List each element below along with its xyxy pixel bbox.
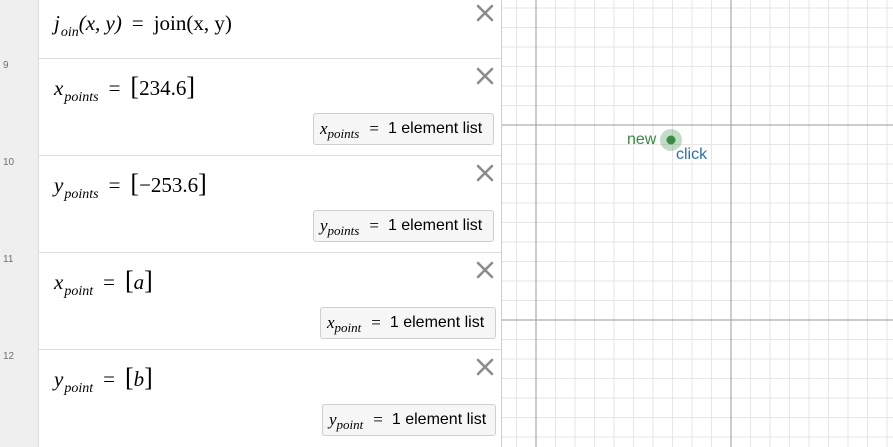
expression-input[interactable]: ypoints = [−253.6] xyxy=(54,169,207,202)
eval-result: 1 element list xyxy=(389,314,485,331)
close-bracket: ] xyxy=(144,363,153,392)
function-subscript: oin xyxy=(60,25,79,40)
point-marker-icon[interactable] xyxy=(659,128,683,152)
line-gutter: 9 xyxy=(0,58,39,155)
eval-variable: y xyxy=(320,216,328,235)
line-number: 12 xyxy=(3,351,15,362)
close-x-icon[interactable] xyxy=(474,65,496,87)
line-number: 11 xyxy=(3,254,14,265)
eval-variable: x xyxy=(327,313,335,332)
variable-name: x xyxy=(54,270,64,294)
variable-subscript: points xyxy=(64,187,99,202)
function-args: (x, y) xyxy=(78,11,122,35)
eval-equals: = xyxy=(371,313,381,332)
eval-variable: y xyxy=(329,410,337,429)
equals-sign: = xyxy=(108,76,121,100)
close-x-icon[interactable] xyxy=(474,2,496,24)
eval-equals: = xyxy=(373,410,383,429)
expression-input[interactable]: xpoint = [a] xyxy=(54,266,153,299)
function-name: j xyxy=(54,11,60,35)
point-label-click: click xyxy=(676,146,708,163)
expression-input[interactable]: xpoints = [234.6] xyxy=(54,72,195,105)
eval-subscript: points xyxy=(327,126,360,141)
eval-result: 1 element list xyxy=(387,120,483,137)
line-gutter: 10 xyxy=(0,155,39,252)
equals-sign: = xyxy=(131,11,144,35)
equals-sign: = xyxy=(103,270,115,294)
eval-subscript: points xyxy=(327,223,360,238)
line-gutter: 12 xyxy=(0,349,39,447)
open-bracket: [ xyxy=(130,169,140,198)
line-number: 10 xyxy=(3,157,15,168)
variable-subscript: point xyxy=(64,381,94,396)
eval-equals: = xyxy=(369,216,379,235)
line-number: 8 xyxy=(3,0,9,3)
close-bracket: ] xyxy=(186,72,195,101)
expression-list: 8 join(x, y)=join(x, y) 9 xpoints=[234.6… xyxy=(0,0,502,447)
eval-variable: x xyxy=(320,119,328,138)
point-label-new: new xyxy=(627,131,657,148)
list-value: a xyxy=(133,270,145,294)
equals-sign: = xyxy=(103,367,115,391)
open-bracket: [ xyxy=(124,266,134,295)
eval-subscript: point xyxy=(334,320,362,335)
expression-input[interactable]: ypoint = [b] xyxy=(54,363,153,396)
line-gutter: 11 xyxy=(0,252,39,349)
list-value: 234.6 xyxy=(139,76,187,100)
close-x-icon[interactable] xyxy=(474,162,496,184)
graph-grid xyxy=(502,0,893,447)
variable-name: y xyxy=(54,367,64,391)
variable-name: y xyxy=(54,173,64,197)
open-bracket: [ xyxy=(124,363,134,392)
expression-input[interactable]: join(x, y) = join(x, y) xyxy=(54,11,232,40)
close-bracket: ] xyxy=(198,169,207,198)
close-bracket: ] xyxy=(144,266,153,295)
eval-equals: = xyxy=(369,119,379,138)
list-value: b xyxy=(133,367,145,391)
variable-subscript: points xyxy=(64,90,99,105)
equals-sign: = xyxy=(108,173,121,197)
eval-result: 1 element list xyxy=(391,411,487,428)
graph-canvas[interactable] xyxy=(502,0,893,447)
expression-row-8[interactable]: 8 join(x, y) = join(x, y) xyxy=(0,0,501,59)
list-value: −253.6 xyxy=(139,173,199,197)
line-gutter: 8 xyxy=(0,0,39,58)
variable-name: x xyxy=(54,76,64,100)
open-bracket: [ xyxy=(130,72,140,101)
eval-result: 1 element list xyxy=(387,217,483,234)
close-x-icon[interactable] xyxy=(474,356,496,378)
variable-subscript: point xyxy=(64,284,94,299)
line-number: 9 xyxy=(3,60,9,71)
close-x-icon[interactable] xyxy=(474,259,496,281)
function-definition: join(x, y) xyxy=(153,11,232,35)
eval-subscript: point xyxy=(336,417,364,432)
